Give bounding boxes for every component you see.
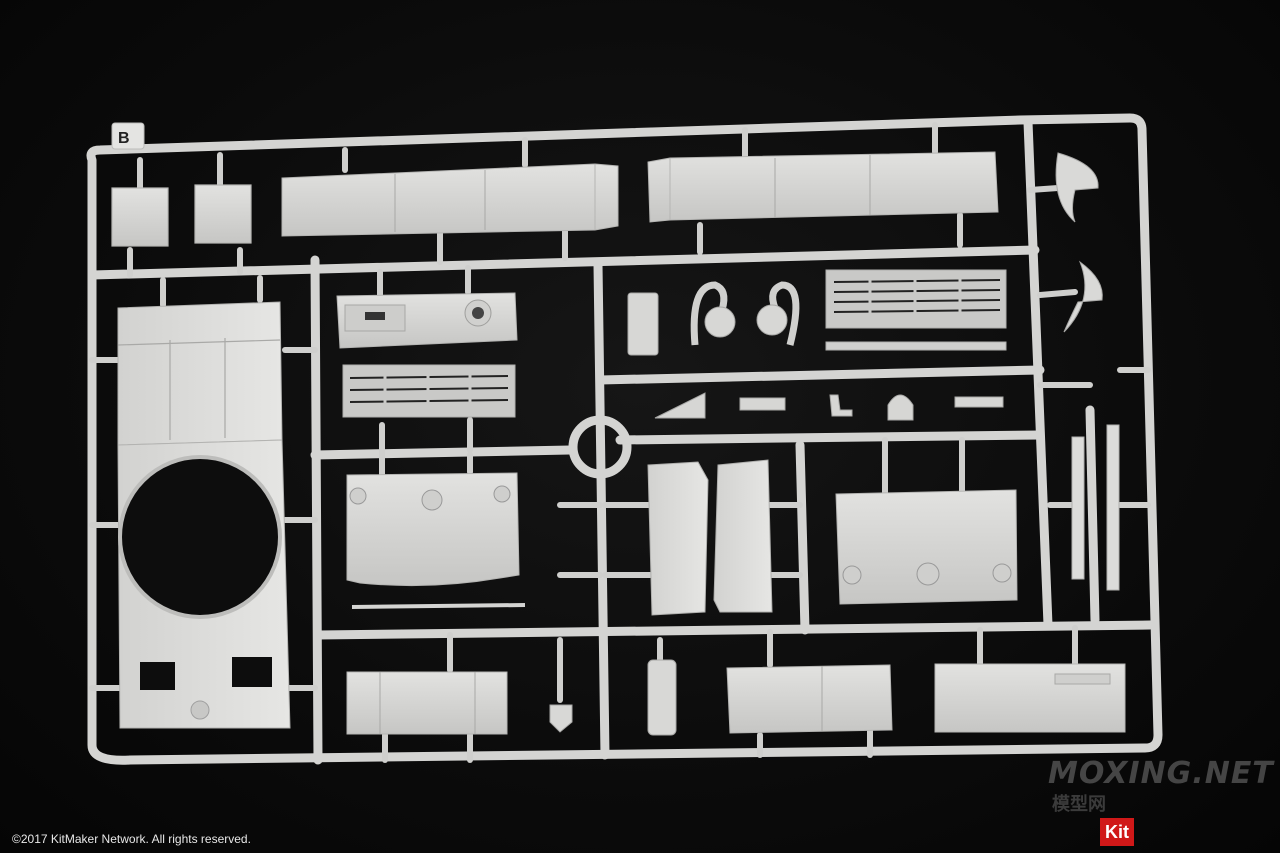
part-rods [1071,424,1120,591]
part-small-box-left [111,184,252,247]
part-bottom-plate-right [934,663,1126,733]
part-bottom-box-1 [346,671,508,735]
gate-stubs [89,122,1151,763]
part-long-box-2 [647,151,999,223]
part-bottom-small [549,659,677,736]
part-long-box-1 [281,163,619,237]
part-hull-plate-upper [336,292,518,349]
kit-badge: Kit [1100,818,1134,846]
copyright-caption: ©2017 KitMaker Network. All rights reser… [12,832,251,846]
part-hull-plate-middle [346,472,526,609]
part-hull-deck [117,301,291,729]
part-grille-left [342,364,516,418]
part-bottom-box-2 [726,664,893,734]
part-small-brackets [654,392,1004,421]
part-headlights [627,281,800,356]
sprue-letter-tag: B [111,122,145,150]
sprue-letter: B [118,130,130,147]
sprue-ring [568,415,632,479]
part-hull-plate-right [835,489,1018,605]
part-side-plates [647,459,773,616]
watermark-sub: 模型网 [1052,794,1106,815]
watermark-site: MOXING.NET [1048,756,1274,791]
part-grille-right [825,269,1007,351]
sprue-frame [86,113,1163,765]
part-curved-shields [1055,152,1103,333]
